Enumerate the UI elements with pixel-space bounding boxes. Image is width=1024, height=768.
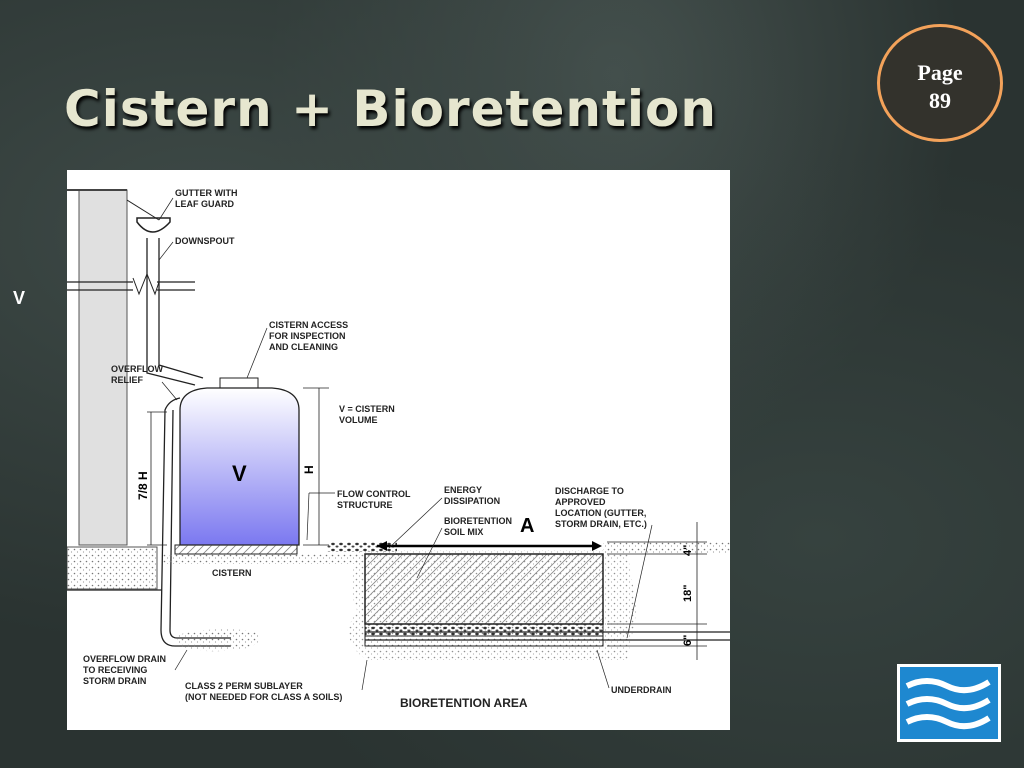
svg-text:ENERGY: ENERGY — [444, 485, 482, 495]
gutter-label: GUTTER WITH LEAF GUARD — [175, 188, 238, 209]
slide-title: Cistern + Bioretention — [64, 80, 717, 138]
svg-text:AND CLEANING: AND CLEANING — [269, 342, 338, 352]
svg-text:CLASS 2 PERM SUBLAYER: CLASS 2 PERM SUBLAYER — [185, 681, 303, 691]
underdrain-label: UNDERDRAIN — [611, 685, 672, 695]
gutter-shape — [136, 217, 171, 233]
svg-text:STORM DRAIN: STORM DRAIN — [83, 676, 146, 686]
svg-text:SOIL MIX: SOIL MIX — [444, 527, 483, 537]
diagram-svg: GUTTER WITH LEAF GUARD DOWNSPOUT CISTERN… — [67, 188, 730, 710]
svg-text:DISCHARGE TO: DISCHARGE TO — [555, 486, 624, 496]
svg-text:RELIEF: RELIEF — [111, 375, 144, 385]
page-badge: Page 89 — [877, 24, 1003, 142]
svg-text:DISSIPATION: DISSIPATION — [444, 496, 500, 506]
downspout-label: DOWNSPOUT — [175, 236, 235, 246]
v-definition-label: V = CISTERN VOLUME — [339, 404, 395, 425]
dim-4-label: 4" — [682, 545, 694, 556]
svg-text:V = CISTERN: V = CISTERN — [339, 404, 395, 414]
cistern-label: CISTERN — [212, 568, 252, 578]
soil-mix-label: BIORETENTION SOIL MIX — [444, 516, 512, 537]
svg-text:STORM DRAIN, ETC.): STORM DRAIN, ETC.) — [555, 519, 647, 529]
side-letter: V — [13, 288, 26, 308]
dim-18-label: 18" — [682, 585, 694, 602]
svg-text:FOR INSPECTION: FOR INSPECTION — [269, 331, 346, 341]
svg-text:VOLUME: VOLUME — [339, 415, 378, 425]
downspout-pipe — [67, 238, 204, 386]
v-symbol: V — [232, 461, 247, 486]
dim-6-label: 6" — [682, 635, 694, 646]
svg-text:GUTTER WITH: GUTTER WITH — [175, 188, 238, 198]
energy-dissipation-label: ENERGY DISSIPATION — [444, 485, 500, 506]
svg-text:OVERFLOW: OVERFLOW — [111, 364, 164, 374]
svg-text:STRUCTURE: STRUCTURE — [337, 500, 393, 510]
svg-text:LOCATION (GUTTER,: LOCATION (GUTTER, — [555, 508, 646, 518]
overflow-drain-label: OVERFLOW DRAIN TO RECEIVING STORM DRAIN — [83, 654, 166, 686]
svg-text:FLOW CONTROL: FLOW CONTROL — [337, 489, 411, 499]
bioretention-area-label: BIORETENTION AREA — [400, 696, 528, 710]
class2-sublayer-label: CLASS 2 PERM SUBLAYER (NOT NEEDED FOR CL… — [185, 681, 342, 702]
leader-lines — [158, 197, 653, 691]
svg-text:OVERFLOW DRAIN: OVERFLOW DRAIN — [83, 654, 166, 664]
svg-text:LEAF GUARD: LEAF GUARD — [175, 199, 234, 209]
page-number: 89 — [929, 88, 951, 113]
cistern-tank — [160, 377, 300, 647]
dimension-lines — [147, 387, 707, 660]
h-symbol: H — [302, 465, 316, 474]
svg-text:(NOT NEEDED FOR CLASS A SOILS: (NOT NEEDED FOR CLASS A SOILS) — [185, 692, 342, 702]
bioretention-basin — [364, 541, 730, 647]
logo-icon — [897, 664, 1001, 742]
building-wall — [67, 189, 162, 591]
flow-control-label: FLOW CONTROL STRUCTURE — [337, 489, 411, 510]
svg-text:CISTERN ACCESS: CISTERN ACCESS — [269, 320, 348, 330]
svg-text:APPROVED: APPROVED — [555, 497, 606, 507]
diagram-figure: GUTTER WITH LEAF GUARD DOWNSPOUT CISTERN… — [67, 170, 730, 730]
cistern-access-label: CISTERN ACCESS FOR INSPECTION AND CLEANI… — [269, 320, 348, 352]
page-label: Page — [917, 60, 963, 85]
a-symbol: A — [520, 515, 534, 537]
svg-text:TO RECEIVING: TO RECEIVING — [83, 665, 147, 675]
overflow-relief-label: OVERFLOW RELIEF — [111, 364, 164, 385]
seven-eighths-h-label: 7/8 H — [136, 471, 150, 500]
discharge-label: DISCHARGE TO APPROVED LOCATION (GUTTER, … — [555, 486, 647, 529]
svg-text:BIORETENTION: BIORETENTION — [444, 516, 512, 526]
